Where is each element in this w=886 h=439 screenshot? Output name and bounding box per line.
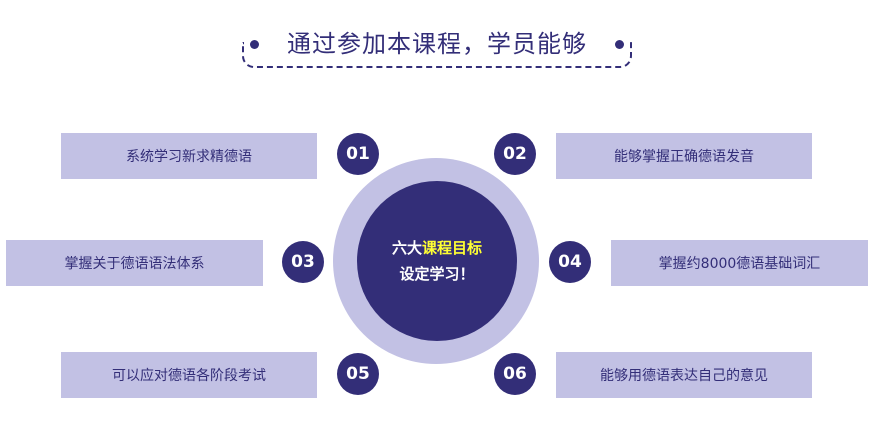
goal-box-05: 可以应对德语各阶段考试	[61, 352, 317, 398]
goal-box-02: 能够掌握正确德语发音	[556, 133, 812, 179]
goal-label: 能够用德语表达自己的意见	[600, 368, 768, 384]
goal-label: 可以应对德语各阶段考试	[112, 368, 266, 384]
title-left-dot-icon	[250, 40, 259, 49]
goal-box-04: 掌握约8000德语基础词汇	[611, 240, 868, 286]
goal-number-badge-01: 01	[337, 133, 379, 175]
goal-label: 掌握约8000德语基础词汇	[658, 256, 821, 272]
title-right-dot-icon	[615, 40, 624, 49]
goal-label: 能够掌握正确德语发音	[614, 149, 754, 165]
goal-box-01: 系统学习新求精德语	[61, 133, 317, 179]
title-dashed-underline	[242, 42, 632, 68]
goal-box-06: 能够用德语表达自己的意见	[556, 352, 812, 398]
center-subheading: 设定学习！	[399, 265, 475, 283]
center-circle: 六大课程目标 设定学习！	[357, 181, 517, 341]
page-title: 通过参加本课程，学员能够	[287, 30, 587, 58]
goal-number-badge-05: 05	[337, 353, 379, 395]
center-heading-highlight: 课程目标	[422, 239, 483, 257]
goal-box-03: 掌握关于德语语法体系	[6, 240, 263, 286]
goal-number-badge-02: 02	[494, 133, 536, 175]
goal-label: 掌握关于德语语法体系	[64, 256, 205, 272]
goal-number-badge-06: 06	[494, 353, 536, 395]
goal-label: 系统学习新求精德语	[126, 149, 252, 165]
goal-number-badge-04: 04	[549, 241, 591, 283]
section-title: 通过参加本课程，学员能够	[242, 28, 632, 68]
goal-number-badge-03: 03	[282, 241, 324, 283]
center-heading: 六大课程目标	[392, 236, 482, 260]
center-heading-prefix: 六大	[391, 239, 422, 257]
